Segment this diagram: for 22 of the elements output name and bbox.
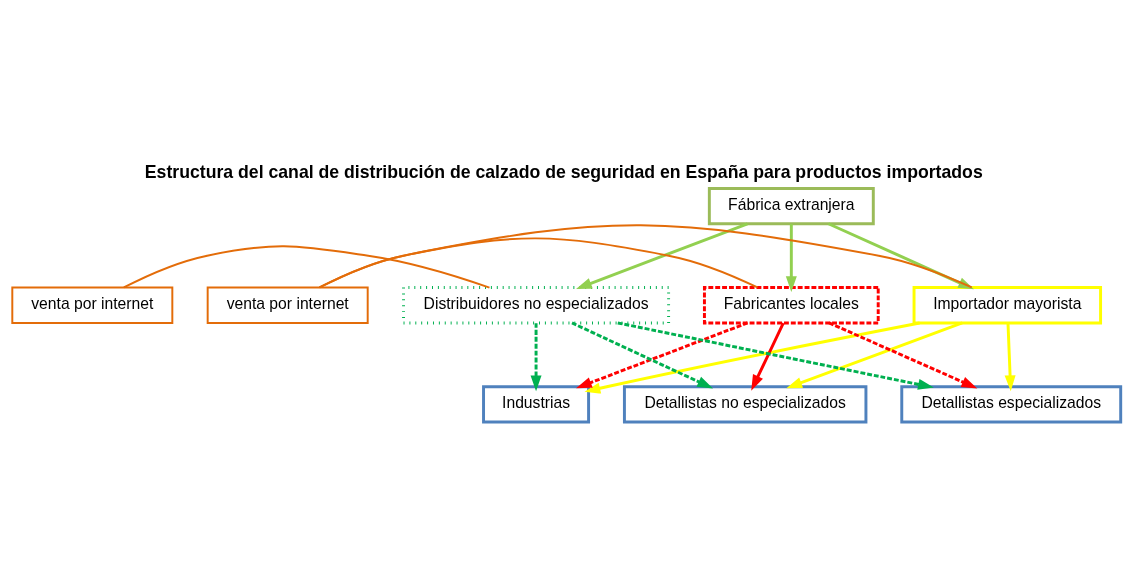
arrow — [576, 221, 748, 289]
connector — [122, 244, 491, 289]
arrow — [785, 223, 797, 292]
node-box: venta por internet — [11, 286, 174, 324]
diagram-title: Estructura del canal de distribución de calzado de seguridad en España para productos importados — [144, 161, 983, 182]
arrow — [584, 321, 920, 394]
connector — [318, 236, 759, 288]
node-box: Detallistas especializados — [900, 384, 1123, 424]
arrow — [530, 322, 542, 391]
node-box: Detallistas no especializados — [622, 384, 868, 424]
node-box: Fabricantes locales — [702, 285, 880, 324]
node-box: venta por internet — [206, 286, 369, 324]
arrow — [1004, 322, 1016, 391]
node-box: Fábrica extranjera — [707, 186, 875, 225]
arrow — [828, 321, 978, 388]
node-box: Distribuidores no especializados — [402, 285, 671, 324]
node-box: Importador mayorista — [912, 285, 1103, 324]
arrow — [571, 321, 714, 388]
arrow — [786, 321, 963, 388]
arrow — [751, 322, 785, 391]
node-box: Industrias — [482, 384, 591, 424]
arrow — [617, 321, 934, 390]
